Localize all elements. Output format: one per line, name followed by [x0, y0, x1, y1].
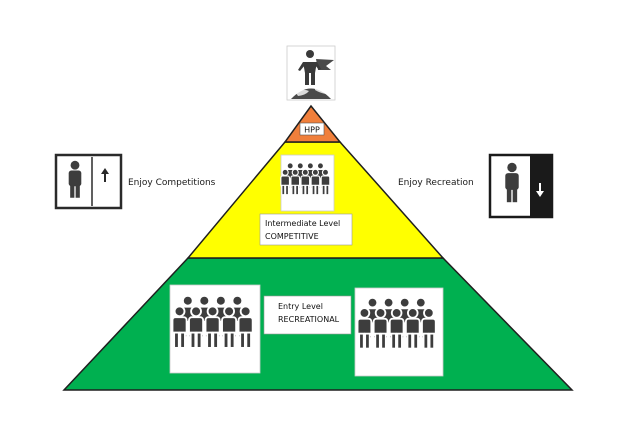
- crowd-icon: [169, 284, 261, 374]
- competitive-label: COMPETITIVE: [265, 232, 319, 241]
- person-up-arrow-icon: [54, 153, 123, 210]
- crowd-icon: [354, 287, 444, 377]
- crowd-icon: [281, 154, 335, 212]
- entry-level-label: Entry Level: [278, 302, 323, 311]
- champion-on-globe-icon: [286, 45, 336, 101]
- intermediate-level-label: Intermediate Level: [265, 219, 340, 228]
- hpp-label: HPP: [304, 126, 320, 135]
- enjoy-recreation-label: Enjoy Recreation: [398, 178, 474, 188]
- enjoy-competitions-label: Enjoy Competitions: [128, 178, 216, 188]
- person-down-arrow-icon: [488, 153, 554, 219]
- recreational-label: RECREATIONAL: [278, 315, 340, 324]
